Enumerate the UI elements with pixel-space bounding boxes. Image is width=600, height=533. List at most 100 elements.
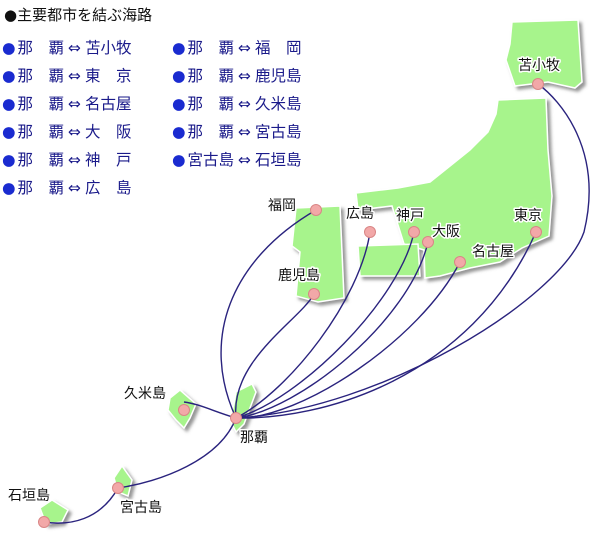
route-from: 那 覇 bbox=[17, 179, 65, 197]
route-item: ●那 覇⇔名古屋 bbox=[2, 92, 132, 114]
kagoshima-marker bbox=[308, 288, 320, 300]
route-to: 神 戸 bbox=[85, 151, 132, 169]
route-item: ●那 覇⇔鹿児島 bbox=[172, 64, 302, 86]
miyakojima-marker bbox=[112, 482, 124, 494]
kobe-marker bbox=[408, 226, 420, 238]
route-arrow: ⇔ bbox=[68, 95, 82, 113]
tokyo-label: 東京 bbox=[514, 208, 542, 224]
route-to: 福 岡 bbox=[255, 39, 302, 57]
route-to: 久米島 bbox=[255, 95, 302, 113]
kyushu-landmass bbox=[291, 205, 345, 303]
title-bullet: ● bbox=[4, 6, 18, 24]
route-arrow: ⇔ bbox=[68, 123, 82, 141]
route-line-hiroshima bbox=[235, 231, 371, 419]
route-to: 苫小牧 bbox=[85, 39, 132, 57]
route-arrow: ⇔ bbox=[238, 151, 252, 169]
route-bullet: ● bbox=[172, 123, 186, 141]
route-from: 那 覇 bbox=[187, 39, 235, 57]
nagoya-marker bbox=[454, 256, 466, 268]
route-line-ishigakijima bbox=[43, 487, 119, 524]
route-arrow: ⇔ bbox=[238, 95, 252, 113]
kumejima-label: 久米島 bbox=[124, 386, 166, 402]
route-to: 石垣島 bbox=[255, 151, 302, 169]
route-to: 名古屋 bbox=[85, 95, 132, 113]
tomakomai-label: 苫小牧 bbox=[518, 57, 560, 74]
route-from: 那 覇 bbox=[187, 95, 235, 113]
route-bullet: ● bbox=[172, 151, 186, 169]
route-to: 宮古島 bbox=[255, 123, 302, 141]
kagoshima-label: 鹿児島 bbox=[278, 267, 320, 284]
fukuoka-marker bbox=[310, 204, 322, 216]
route-from: 那 覇 bbox=[187, 67, 235, 85]
route-line-tokyo bbox=[235, 231, 537, 419]
route-bullet: ● bbox=[2, 179, 16, 197]
route-bullet: ● bbox=[172, 95, 186, 113]
route-item: ●那 覇⇔久米島 bbox=[172, 92, 302, 114]
tokyo-marker bbox=[530, 226, 542, 238]
route-line-kagoshima bbox=[235, 293, 315, 419]
route-to: 東 京 bbox=[85, 67, 132, 85]
shikoku-landmass bbox=[357, 243, 421, 277]
osaka-marker bbox=[422, 236, 434, 248]
route-to: 広 島 bbox=[85, 179, 132, 197]
route-arrow: ⇔ bbox=[68, 151, 82, 169]
route-from: 那 覇 bbox=[187, 123, 235, 141]
route-from: 那 覇 bbox=[17, 67, 65, 85]
route-from: 那 覇 bbox=[17, 123, 65, 141]
route-item: ●那 覇⇔神 戸 bbox=[2, 148, 132, 170]
nagoya-label: 名古屋 bbox=[472, 244, 514, 260]
route-from: 宮古島 bbox=[187, 151, 235, 169]
route-arrow: ⇔ bbox=[68, 179, 82, 197]
hiroshima-label: 広島 bbox=[346, 206, 374, 222]
route-from: 那 覇 bbox=[17, 151, 65, 169]
kobe-label: 神戸 bbox=[396, 208, 424, 224]
route-lines bbox=[43, 83, 590, 524]
route-arrow: ⇔ bbox=[238, 39, 252, 57]
route-line-miyakojima bbox=[117, 417, 237, 489]
route-to: 鹿児島 bbox=[255, 67, 302, 85]
route-from: 那 覇 bbox=[17, 39, 65, 57]
route-bullet: ● bbox=[172, 39, 186, 57]
route-line-osaka bbox=[235, 241, 429, 419]
route-arrow: ⇔ bbox=[68, 39, 82, 57]
route-to: 大 阪 bbox=[85, 123, 132, 141]
naha-marker bbox=[230, 412, 242, 424]
route-bullet: ● bbox=[2, 151, 16, 169]
ishigakijima-label: 石垣島 bbox=[8, 488, 50, 504]
city-markers bbox=[38, 78, 544, 528]
route-bullet: ● bbox=[2, 67, 16, 85]
land-masses bbox=[39, 19, 583, 525]
ishigakijima-marker bbox=[38, 516, 50, 528]
kumejima-marker bbox=[178, 404, 190, 416]
route-arrow: ⇔ bbox=[68, 67, 82, 85]
route-arrow: ⇔ bbox=[238, 123, 252, 141]
route-item: ●那 覇⇔広 島 bbox=[2, 176, 132, 198]
route-line-nagoya bbox=[235, 261, 461, 419]
route-line-tomakomai bbox=[235, 83, 590, 419]
map-title: ●主要都市を結ぶ海路 bbox=[4, 4, 152, 25]
route-item: ●那 覇⇔大 阪 bbox=[2, 120, 132, 142]
route-item: ●那 覇⇔苫小牧 bbox=[2, 36, 132, 58]
route-item: ●那 覇⇔東 京 bbox=[2, 64, 132, 86]
route-item: ●那 覇⇔宮古島 bbox=[172, 120, 302, 142]
naha-label: 那覇 bbox=[240, 430, 268, 446]
route-bullet: ● bbox=[2, 39, 16, 57]
hokkaido-landmass bbox=[505, 19, 583, 89]
hiroshima-marker bbox=[364, 226, 376, 238]
miyakojima-label: 宮古島 bbox=[120, 500, 162, 516]
route-item: ●那 覇⇔福 岡 bbox=[172, 36, 302, 58]
route-arrow: ⇔ bbox=[238, 67, 252, 85]
route-bullet: ● bbox=[2, 123, 16, 141]
route-bullet: ● bbox=[172, 67, 186, 85]
route-line-kobe bbox=[235, 231, 415, 419]
route-from: 那 覇 bbox=[17, 95, 65, 113]
route-bullet: ● bbox=[2, 95, 16, 113]
tomakomai-marker bbox=[532, 78, 544, 90]
route-item: ●宮古島⇔石垣島 bbox=[172, 148, 302, 170]
city-labels: 苫小牧 東京 名古屋 大阪 神戸 広島 福岡 鹿児島 久米島 那覇 宮古島 石垣… bbox=[7, 56, 562, 518]
route-line-fukuoka bbox=[220, 209, 317, 419]
fukuoka-label: 福岡 bbox=[268, 198, 296, 214]
title-text: 主要都市を結ぶ海路 bbox=[17, 6, 153, 24]
osaka-label: 大阪 bbox=[432, 224, 460, 240]
